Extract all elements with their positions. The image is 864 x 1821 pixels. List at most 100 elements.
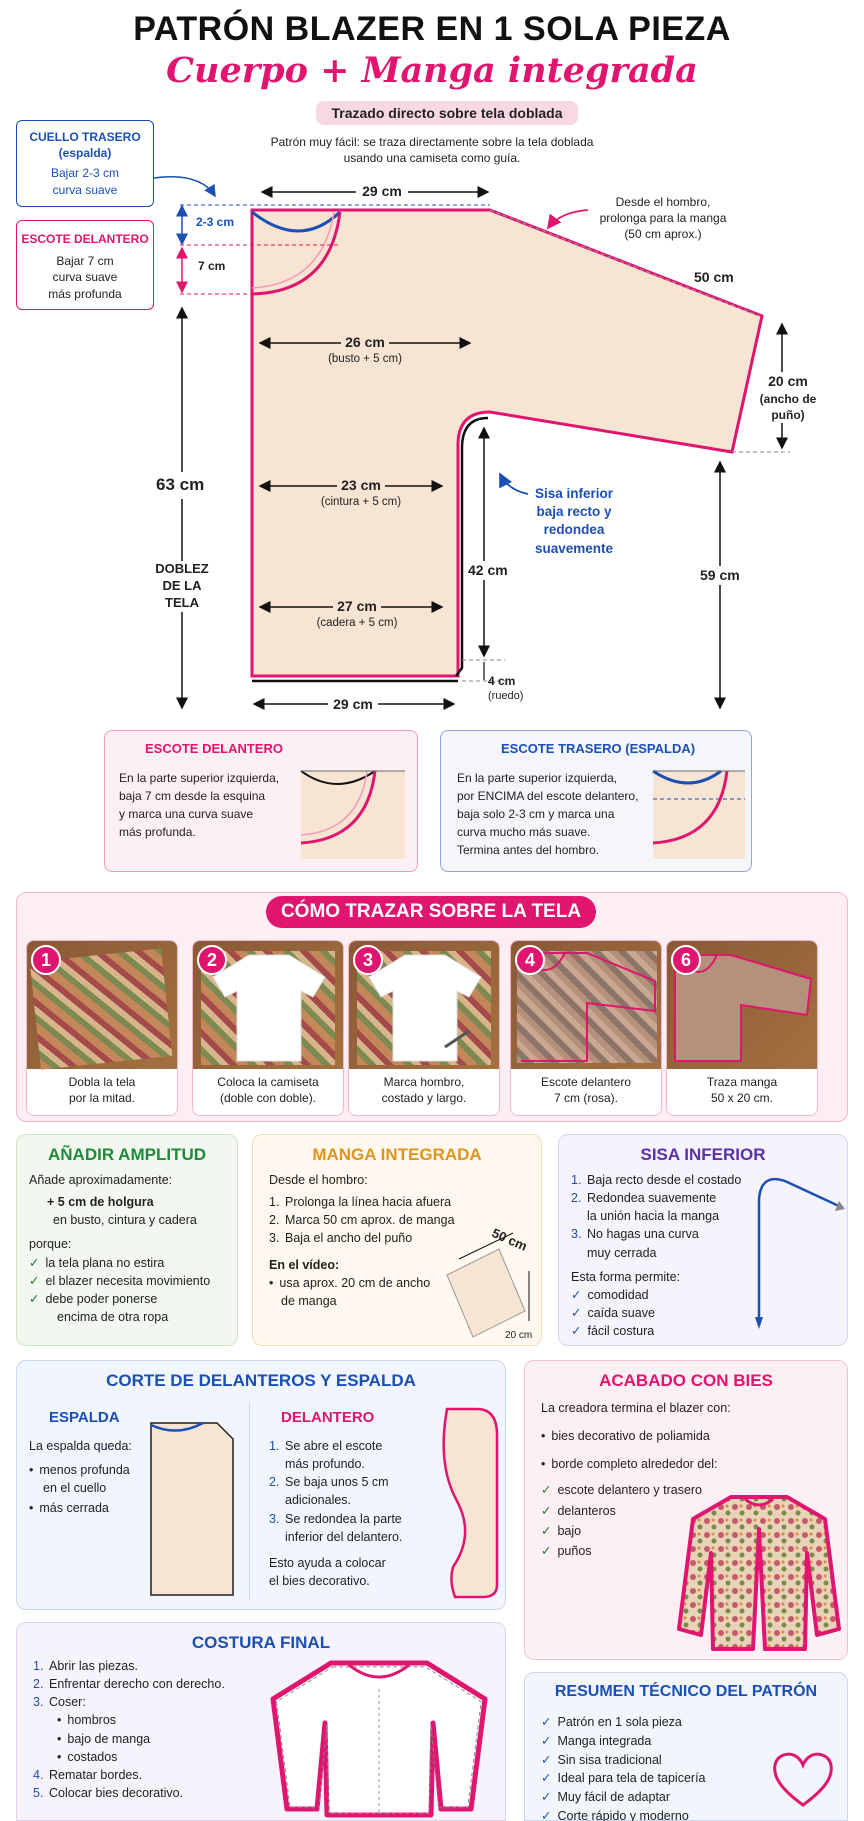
dim-cintura-note: (cintura + 5 cm) bbox=[320, 496, 402, 508]
corte-title: CORTE DE DELANTEROS Y ESPALDA bbox=[106, 1371, 416, 1390]
manga-video-item: usa aprox. 20 cm de ancho bbox=[269, 1274, 525, 1292]
manga-video-label: En el vídeo: bbox=[269, 1257, 340, 1272]
fold-label-2: DE LA bbox=[162, 577, 202, 593]
sisa-check-1: comodidad bbox=[571, 1286, 835, 1304]
page-title: PATRÓN BLAZER EN 1 SOLA PIEZA bbox=[133, 10, 731, 48]
step-4-cap-2: 7 cm (rosa). bbox=[553, 1091, 618, 1106]
delantero-body: 1.Se abre el escote más profundo. 2.Se b… bbox=[269, 1437, 402, 1590]
dim-sleeve: 50 cm bbox=[694, 269, 734, 285]
busto-label: 26 cm (busto + 5 cm) bbox=[300, 333, 430, 368]
manga-item-1: Prolonga la línea hacia afuera bbox=[285, 1195, 452, 1210]
step-6-caption: Traza manga 50 x 20 cm. bbox=[667, 1069, 817, 1106]
costura-item-3: Coser: bbox=[49, 1695, 86, 1710]
dim-cintura: 23 cm bbox=[337, 476, 385, 495]
sisa-note-3: redondea bbox=[543, 522, 605, 538]
dim-cuff-note-1: (ancho de bbox=[752, 390, 824, 408]
panel-costura: COSTURA FINAL 1.Abrir las piezas. 2.Enfr… bbox=[16, 1622, 506, 1821]
step-1-cap-2: por la mitad. bbox=[68, 1091, 136, 1106]
cuff-label: 20 cm (ancho de puño) bbox=[752, 372, 824, 424]
bies-bullet-1: bies decorativo de poliamida bbox=[541, 1427, 831, 1445]
card-front-text: En la parte superior izquierda, baja 7 c… bbox=[119, 769, 279, 841]
card-back-title: ESCOTE TRASERO (ESPALDA) bbox=[501, 741, 696, 756]
costura-item-5: Colocar bies decorativo. bbox=[49, 1785, 184, 1800]
escote-line-2: curva suave bbox=[52, 270, 118, 285]
cuello-line-2: curva suave bbox=[52, 182, 118, 197]
sewn-blazer-diagram bbox=[270, 1660, 488, 1818]
espalda-piece bbox=[150, 1421, 234, 1596]
intro-line-2: usando una camiseta como guía. bbox=[343, 151, 521, 166]
resumen-check-4: Ideal para tela de tapicería bbox=[541, 1769, 705, 1788]
sisa-item-3: No hagas una curva bbox=[587, 1227, 699, 1242]
bies-line: La creadora termina el blazer con: bbox=[541, 1401, 731, 1415]
manga-video-cont: de manga bbox=[281, 1293, 337, 1308]
step-6-cap-1: Traza manga bbox=[706, 1075, 778, 1089]
step-2-caption: Coloca la camiseta(doble con doble). bbox=[193, 1069, 343, 1106]
amplitud-line-1: Añade aproximadamente: bbox=[29, 1173, 173, 1187]
cuello-trasero-box: CUELLO TRASERO (espalda) Bajar 2-3 cm cu… bbox=[16, 120, 154, 207]
escote-line-1: Bajar 7 cm bbox=[56, 254, 114, 269]
bies-body: La creadora termina el blazer con: bies … bbox=[525, 1391, 847, 1568]
side-seam-line bbox=[455, 416, 489, 677]
espalda-heading: ESPALDA bbox=[49, 1409, 120, 1426]
tshirt-icon bbox=[212, 954, 326, 1062]
resumen-check-5: Muy fácil de adaptar bbox=[541, 1788, 706, 1807]
card-back-line-5: Termina antes del hombro. bbox=[457, 843, 600, 857]
shoulder-note-3: (50 cm aprox.) bbox=[624, 227, 702, 242]
resumen-title: RESUMEN TÉCNICO DEL PATRÓN bbox=[554, 1683, 818, 1700]
card-back-line-3: baja solo 2-3 cm y marca una bbox=[457, 807, 615, 821]
pattern-diagram bbox=[153, 176, 790, 710]
amplitud-line-4: porque: bbox=[29, 1237, 72, 1252]
amplitud-line-2: + 5 cm de holgura bbox=[47, 1195, 154, 1210]
sisa-item-1: Baja recto desde el costado bbox=[587, 1173, 742, 1187]
amplitud-item-3-cont: encima de otra ropa bbox=[57, 1309, 169, 1324]
manga-title: MANGA INTEGRADA bbox=[312, 1145, 482, 1164]
delantero-note-2: el bies decorativo. bbox=[269, 1573, 370, 1588]
how-to-title: CÓMO TRAZAR SOBRE LA TELA bbox=[266, 896, 596, 928]
page-subtitle: Cuerpo + Manga integrada bbox=[166, 50, 698, 91]
panel-sisa: SISA INFERIOR 1.Baja recto desde el cost… bbox=[558, 1134, 848, 1346]
costura-item-4: Rematar bordes. bbox=[49, 1767, 143, 1782]
card-back-line-4: curva mucho más suave. bbox=[457, 825, 591, 839]
dim-cuff: 20 cm bbox=[752, 372, 824, 391]
card-back-line-2: por ENCIMA del escote delantero, bbox=[457, 789, 639, 803]
espalda-line: La espalda queda: bbox=[29, 1439, 132, 1453]
sisa-note-4: suavemente bbox=[534, 540, 614, 556]
costura-sub-2: bajo de manga bbox=[33, 1730, 225, 1748]
sisa-note-2: baja recto y bbox=[536, 504, 612, 520]
dim-top: 29 cm bbox=[356, 182, 408, 201]
manga-body: Desde el hombro: 1.Prolonga la línea hac… bbox=[253, 1165, 541, 1316]
amplitud-title: AÑADIR AMPLITUD bbox=[47, 1145, 207, 1164]
step-1-badge: 1 bbox=[31, 945, 61, 975]
manga-item-2: Marca 50 cm aprox. de manga bbox=[285, 1213, 455, 1228]
resumen-check-6: Corte rápido y moderno bbox=[541, 1807, 706, 1821]
sisa-item-3-cont: muy cerrada bbox=[587, 1245, 657, 1260]
step-6-cap-2: 50 x 20 cm. bbox=[710, 1091, 774, 1106]
delantero-item-1-cont: más profundo. bbox=[285, 1457, 365, 1472]
dim-busto-note: (busto + 5 cm) bbox=[328, 353, 402, 365]
panel-manga: MANGA INTEGRADA Desde el hombro: 1.Prolo… bbox=[252, 1134, 542, 1346]
intro-text: Patrón muy fácil: se traza directamente … bbox=[232, 134, 632, 166]
sisa-item-2: Redondea suavemente bbox=[587, 1191, 717, 1206]
dim-side: 42 cm bbox=[468, 561, 508, 580]
escote-title: ESCOTE DELANTERO bbox=[21, 232, 149, 246]
cuello-title-sub: (espalda) bbox=[58, 146, 112, 161]
sisa-body: 1.Baja recto desde el costado 2.Redondea… bbox=[559, 1165, 847, 1346]
panel-corte: CORTE DE DELANTEROS Y ESPALDA ESPALDA La… bbox=[16, 1360, 506, 1610]
sisa-item-2-cont: la unión hacia la manga bbox=[587, 1209, 720, 1224]
costura-sub-3: costados bbox=[33, 1748, 225, 1766]
shoulder-note: Desde el hombro, prolonga para la manga … bbox=[588, 194, 738, 243]
card-front-line-3: y marca una curva suave bbox=[119, 807, 254, 821]
amplitud-body: Añade aproximadamente: + 5 cm de holgura… bbox=[17, 1165, 237, 1332]
step-3-cap-1: Marca hombro, bbox=[383, 1075, 465, 1089]
costura-body: 1.Abrir las piezas. 2.Enfrentar derecho … bbox=[33, 1657, 225, 1802]
cuello-title: CUELLO TRASERO bbox=[29, 130, 141, 144]
step-2-badge: 2 bbox=[197, 945, 227, 975]
espalda-body: La espalda queda: menos profunda en el c… bbox=[29, 1437, 132, 1518]
step-2-cap-1: Coloca la camiseta bbox=[217, 1075, 319, 1089]
sisa-title: SISA INFERIOR bbox=[640, 1145, 766, 1164]
step-3-badge: 3 bbox=[353, 945, 383, 975]
step-2: Coloca la camiseta(doble con doble). 2 bbox=[192, 940, 344, 1116]
